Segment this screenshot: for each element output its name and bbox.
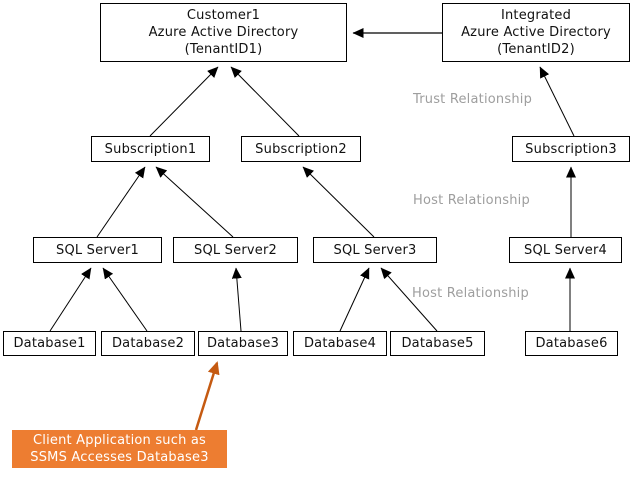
node-sql-server4: SQL Server4	[509, 237, 622, 263]
node-database6: Database6	[525, 331, 618, 356]
node-database1: Database1	[3, 331, 96, 356]
node-subscription3: Subscription3	[512, 136, 630, 162]
edge-database1-to-sql-server1	[49, 267, 92, 332]
client-application-note-line2: SSMS Accesses Database3	[30, 450, 209, 465]
edge-database2-to-sql-server1	[102, 267, 148, 332]
edge-client-note-to-database3	[194, 361, 220, 431]
node-database4: Database4	[293, 331, 387, 356]
node-customer-aad-line1: Customer1	[186, 8, 261, 23]
edge-sql-server2-to-subscription1	[155, 166, 234, 238]
node-integrated-aad-line2: Azure Active Directory	[461, 25, 611, 40]
edge-subscription2-to-customer-aad	[230, 66, 300, 137]
client-application-note-line1: Client Application such as	[32, 433, 206, 448]
node-subscription2: Subscription2	[241, 136, 361, 162]
node-integrated-aad: Integrated Azure Active Directory (Tenan…	[442, 3, 630, 62]
node-integrated-aad-line3: (TenantID2)	[497, 42, 575, 57]
node-database2: Database2	[101, 331, 195, 356]
edge-sql-server3-to-subscription2	[302, 166, 375, 238]
node-database3: Database3	[198, 331, 288, 356]
node-sql-server2: SQL Server2	[173, 237, 298, 263]
node-customer-aad: Customer1 Azure Active Directory (Tenant…	[100, 3, 347, 62]
node-subscription1: Subscription1	[91, 136, 210, 162]
edge-subscription1-to-customer-aad	[149, 66, 219, 137]
node-customer-aad-line2: Azure Active Directory	[148, 25, 299, 40]
label-host-relationship-upper: Host Relationship	[413, 193, 530, 208]
label-trust-relationship: Trust Relationship	[413, 92, 533, 107]
node-database5: Database5	[390, 331, 485, 356]
node-integrated-aad-line1: Integrated	[500, 8, 572, 23]
edge-sql-server1-to-subscription1	[96, 166, 146, 238]
node-customer-aad-line3: (TenantID1)	[184, 42, 263, 57]
edge-database4-to-sql-server3	[339, 267, 370, 332]
node-sql-server1: SQL Server1	[33, 237, 162, 263]
edge-subscription3-to-integrated-aad	[539, 66, 575, 137]
client-application-note: Client Application such as SSMS Accesses…	[12, 430, 227, 468]
node-sql-server3: SQL Server3	[313, 237, 437, 263]
edge-database3-to-sql-server2	[231, 267, 242, 332]
label-host-relationship-lower: Host Relationship	[412, 286, 529, 301]
